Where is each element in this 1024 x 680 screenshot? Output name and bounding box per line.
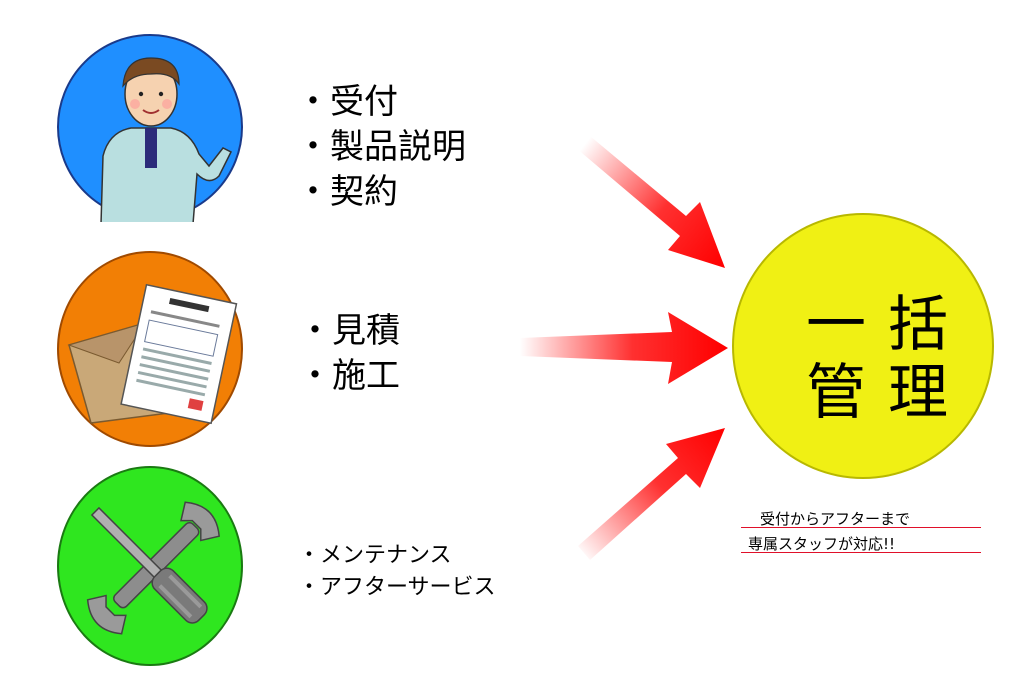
list-item: ・見積 <box>298 311 400 351</box>
central-management-circle <box>732 213 994 479</box>
caption-line1: 受付からアフターまで <box>760 510 911 528</box>
arrow-bottom <box>578 428 725 560</box>
list-item: ・アフターサービス <box>298 575 496 600</box>
maintenance-task-list: ・メンテナンス ・アフターサービス <box>298 540 496 604</box>
wrench-screwdriver-icon <box>86 501 220 635</box>
list-item: ・施工 <box>298 356 400 396</box>
estimate-circle <box>57 251 243 447</box>
sales-task-list: ・受付 ・製品説明 ・契約 <box>296 80 466 215</box>
list-item: ・メンテナンス <box>298 543 452 568</box>
estimate-task-list: ・見積 ・施工 <box>298 309 400 399</box>
caption-line2: 専属スタッフが対応!! <box>748 535 896 553</box>
arrow-top <box>576 136 725 268</box>
caption-underline <box>741 552 981 553</box>
caption-underline <box>741 527 981 528</box>
hub-title-line2: 管理 <box>806 358 970 428</box>
salesperson-icon <box>100 57 233 222</box>
list-item: ・受付 <box>296 82 398 122</box>
maintenance-circle <box>57 466 243 666</box>
arrow-middle <box>520 312 728 384</box>
list-item: ・製品説明 <box>296 127 466 167</box>
salesperson-circle <box>57 34 243 222</box>
estimate-document-icon <box>67 283 238 425</box>
list-item: ・契約 <box>296 172 398 212</box>
hub-title-line1: 一括 <box>806 290 970 360</box>
